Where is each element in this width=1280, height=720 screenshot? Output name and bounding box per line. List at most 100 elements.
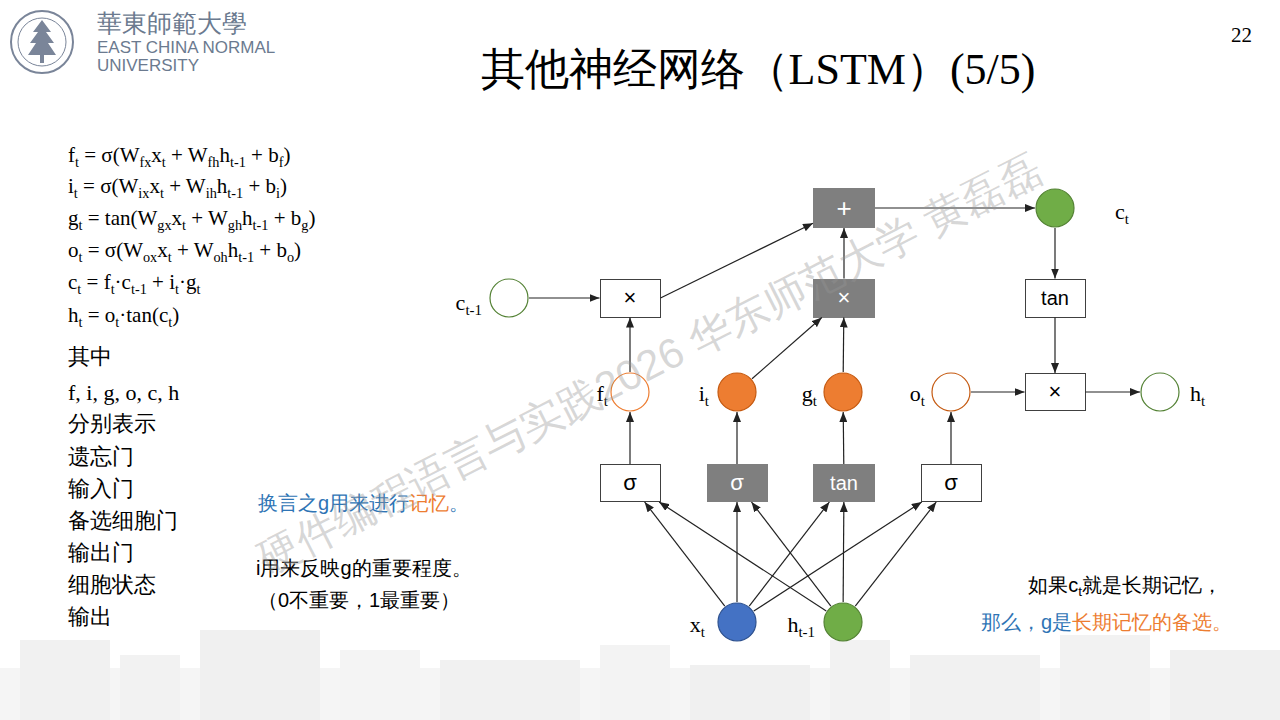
- building: [910, 655, 1040, 720]
- text-part: = σ(W: [78, 174, 138, 198]
- text-part: 长期记忆的备选。: [1072, 611, 1232, 633]
- circle-outline: [1140, 372, 1180, 412]
- text-part: t: [1078, 584, 1082, 599]
- university-name-cn: 華東師範大學: [97, 9, 247, 39]
- text-part: t: [175, 281, 179, 297]
- text-part: t: [79, 249, 83, 265]
- logo-trunk: [40, 55, 44, 63]
- state-circle: ct-1: [489, 278, 529, 318]
- state-circle: ht: [1140, 372, 1180, 412]
- operator-symbol: σ: [623, 471, 637, 495]
- text-part: x: [157, 238, 168, 262]
- operator-box: ×: [600, 279, 661, 318]
- state-circle: ht-1: [823, 602, 863, 642]
- arrow-connector: [629, 412, 630, 464]
- text-part: 如果c: [1028, 574, 1078, 596]
- building: [20, 640, 110, 720]
- text-part: h: [787, 612, 798, 637]
- text-part: t: [182, 217, 186, 233]
- campus-skyline: [0, 630, 1280, 720]
- circle-shape: [932, 373, 970, 411]
- text-part: = σ(W: [79, 143, 139, 167]
- arrow-connector: [843, 318, 845, 373]
- text-part: t: [701, 624, 705, 640]
- text-part: t-1: [230, 154, 246, 170]
- equation: ht = ot·tan(ct): [68, 303, 179, 328]
- arrow-connector: [1054, 318, 1055, 374]
- operator-box: σ: [600, 464, 661, 502]
- building: [1060, 635, 1150, 720]
- text-part: + W: [186, 206, 228, 230]
- operator-box: tan: [1025, 279, 1086, 318]
- operator-box: ×: [1025, 373, 1086, 411]
- state-label: ct: [1115, 200, 1129, 224]
- text-part: t: [160, 185, 164, 201]
- list-line: 分别表示: [68, 411, 156, 437]
- text-part: c: [1115, 199, 1125, 224]
- text-part: + b: [246, 143, 279, 167]
- text-part: t: [115, 314, 119, 330]
- operator-symbol: tan: [830, 472, 858, 494]
- text-part: ): [280, 174, 287, 198]
- list-line: 输出: [68, 604, 112, 630]
- watermark: 硬件编程语言与实践2026 华东师范大学 黄磊磊: [250, 144, 1051, 585]
- text-part: ix: [138, 185, 149, 201]
- circle-shape: [718, 373, 756, 411]
- text-part: gx: [157, 217, 171, 233]
- text-part: i: [68, 174, 74, 198]
- arrow-connector: [950, 412, 951, 464]
- equation: ct = ft·ct-1 + it·gt: [68, 270, 200, 295]
- text-part: = f: [81, 270, 110, 294]
- text-part: t: [813, 393, 817, 409]
- state-label: ct-1: [456, 291, 482, 315]
- arrow-connector: [843, 412, 845, 464]
- equation: it = σ(Wixxt + Wihht-1 + bi): [68, 174, 287, 199]
- arrow-connector: [645, 502, 725, 606]
- text-part: g: [802, 381, 813, 406]
- text-part: fx: [139, 154, 151, 170]
- text-part: ): [172, 303, 179, 327]
- text-part: h: [228, 238, 239, 262]
- text-part: t: [162, 154, 166, 170]
- text-part: + W: [166, 143, 208, 167]
- text-part: t: [705, 393, 709, 409]
- building: [440, 660, 580, 720]
- circle-shape: [1141, 373, 1179, 411]
- text-part: i: [276, 185, 280, 201]
- arrow-connector: [1054, 228, 1055, 279]
- building: [340, 650, 420, 720]
- text-part: h: [242, 206, 253, 230]
- university-name-en: EAST CHINA NORMAL UNIVERSITY: [97, 39, 302, 75]
- operator-box: tan: [813, 464, 875, 502]
- text-part: t: [111, 281, 115, 297]
- building: [200, 630, 320, 720]
- text-part: t: [196, 281, 200, 297]
- building: [120, 655, 180, 720]
- list-line: 输入门: [68, 476, 134, 502]
- arrow-connector: [529, 297, 600, 298]
- building: [600, 645, 670, 720]
- text-part: 那么，g是: [981, 611, 1072, 633]
- circle-shape: [1036, 189, 1074, 227]
- arrow-connector: [736, 412, 737, 464]
- text-part: t: [79, 314, 83, 330]
- state-label: gt: [802, 382, 817, 406]
- text-part: = o: [82, 303, 115, 327]
- state-circle: xt: [717, 602, 757, 642]
- text-part: t-1: [465, 302, 482, 318]
- text-part: t-1: [253, 217, 269, 233]
- operator-symbol: ×: [1049, 380, 1062, 404]
- text-part: ·tan(c: [119, 303, 168, 327]
- circle-outline: [717, 602, 757, 642]
- text-part: = tan(W: [82, 206, 157, 230]
- operator-symbol: σ: [944, 471, 958, 495]
- operator-box: σ: [707, 464, 768, 502]
- text-part: 。: [449, 492, 469, 514]
- circle-outline: [489, 278, 529, 318]
- state-label: ht: [1190, 382, 1205, 406]
- list-line: 其中: [68, 344, 112, 370]
- circle-shape: [718, 603, 756, 641]
- logo-ring: [11, 11, 73, 73]
- text-part: x: [151, 143, 162, 167]
- text-part: c: [456, 290, 466, 315]
